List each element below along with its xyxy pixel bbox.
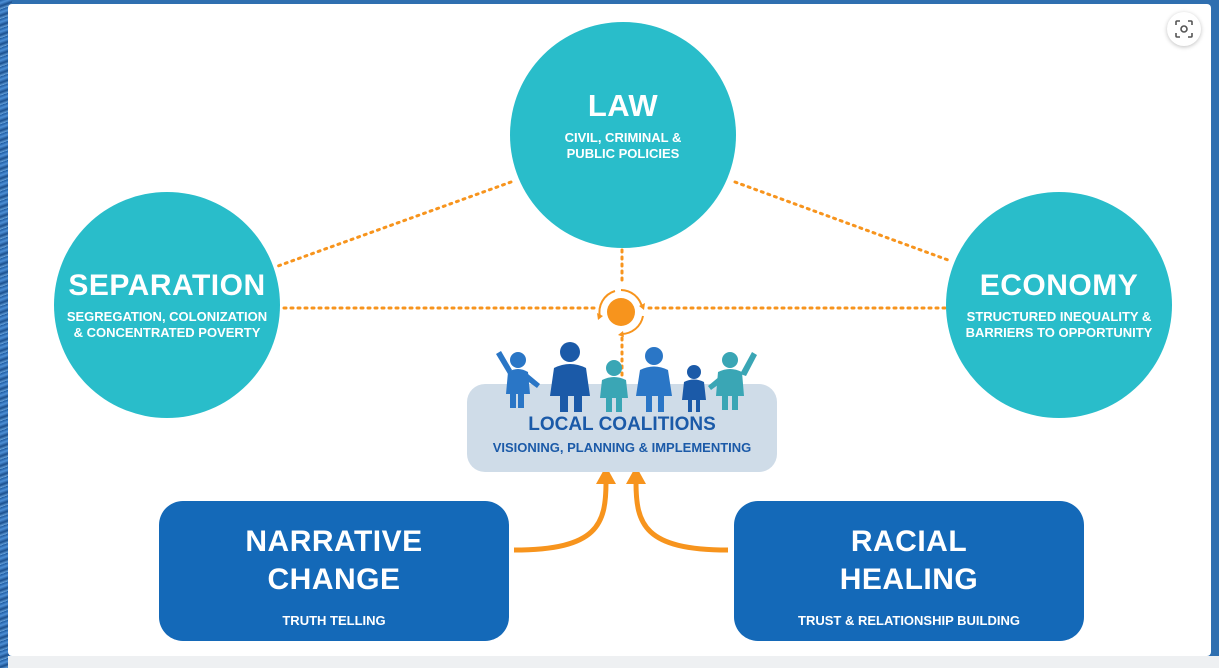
focus-lens-icon	[1175, 20, 1193, 38]
person-2	[550, 342, 590, 412]
separation-title: SEPARATION	[68, 269, 266, 302]
economy-title: ECONOMY	[979, 269, 1139, 302]
law-circle: LAW CIVIL, CRIMINAL & PUBLIC POLICIES	[510, 22, 736, 248]
separation-subtitle-line2: & CONCENTRATED POVERTY	[73, 325, 261, 340]
coalitions-subtitle: VISIONING, PLANNING & IMPLEMENTING	[492, 440, 752, 455]
person-3	[600, 360, 628, 412]
arrow-narrative-to-coalitions	[513, 481, 609, 553]
diagram-canvas: LAW CIVIL, CRIMINAL & PUBLIC POLICIES SE…	[8, 4, 1211, 656]
narrative-subtitle: TRUTH TELLING	[282, 613, 386, 628]
visual-search-button[interactable]	[1167, 12, 1201, 46]
racial-title-line1: RACIAL	[850, 525, 968, 558]
law-subtitle-line1: CIVIL, CRIMINAL &	[564, 130, 682, 145]
person-4	[636, 347, 672, 412]
arrowhead-narrative	[596, 466, 616, 484]
separation-subtitle-line1: SEGREGATION, COLONIZATION	[66, 309, 268, 324]
arrowhead-racial	[626, 466, 646, 484]
link-law-economy	[733, 180, 950, 262]
people-group-icon	[496, 342, 757, 412]
narrative-title-line2: CHANGE	[267, 563, 401, 596]
separation-circle: SEPARATION SEGREGATION, COLONIZATION & C…	[54, 192, 280, 418]
person-6	[708, 352, 757, 410]
link-law-separation	[276, 180, 513, 268]
racial-healing-box: RACIAL HEALING TRUST & RELATIONSHIP BUIL…	[734, 501, 1084, 641]
racial-subtitle: TRUST & RELATIONSHIP BUILDING	[798, 613, 1020, 628]
bottom-strip	[8, 656, 1219, 668]
economy-circle: ECONOMY STRUCTURED INEQUALITY & BARRIERS…	[946, 192, 1172, 418]
coalitions-title: LOCAL COALITIONS	[528, 414, 716, 435]
separation-subtitle: SEGREGATION, COLONIZATION & CONCENTRATED…	[67, 309, 267, 341]
narrative-change-box: NARRATIVE CHANGE TRUTH TELLING	[159, 501, 509, 641]
economy-subtitle-line1: STRUCTURED INEQUALITY &	[966, 309, 1152, 324]
arrow-racial-to-coalitions	[633, 481, 729, 553]
connector-lines	[276, 180, 950, 553]
economy-subtitle: STRUCTURED INEQUALITY & BARRIERS TO OPPO…	[966, 309, 1153, 341]
person-1	[496, 351, 540, 408]
racial-title-line2: HEALING	[839, 563, 979, 596]
economy-subtitle-line2: BARRIERS TO OPPORTUNITY	[965, 325, 1153, 340]
narrative-title-line1: NARRATIVE	[245, 525, 423, 558]
person-5	[682, 365, 706, 412]
law-subtitle: CIVIL, CRIMINAL & PUBLIC POLICIES	[565, 130, 682, 162]
law-subtitle-line2: PUBLIC POLICIES	[566, 146, 680, 161]
law-title: LAW	[587, 88, 659, 123]
cycle-hub-icon	[597, 289, 645, 337]
